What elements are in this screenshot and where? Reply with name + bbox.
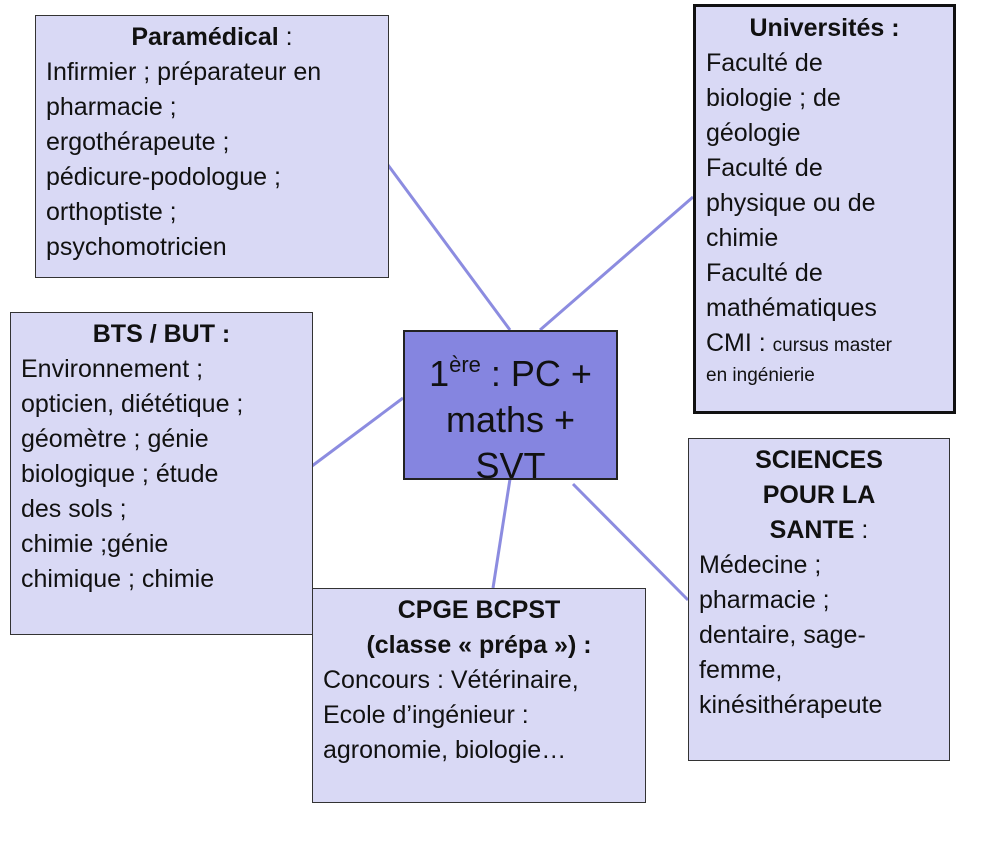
- sciences-line: femme,: [699, 656, 783, 684]
- center-line1: : PC +: [480, 353, 592, 394]
- paramedical-title-suffix: :: [278, 23, 293, 51]
- bts-line: chimie ;génie: [21, 530, 169, 558]
- sciences-line: kinésithérapeute: [699, 691, 883, 719]
- universites-line: géologie: [706, 119, 801, 147]
- center-line3: SVT: [475, 445, 546, 486]
- universites-line: mathématiques: [706, 294, 877, 322]
- sciences-line: dentaire, sage-: [699, 621, 866, 649]
- paramedical-line: pédicure-podologue ;: [46, 163, 281, 191]
- paramedical-line: ergothérapeute ;: [46, 128, 230, 156]
- bts-line: Environnement ;: [21, 355, 204, 383]
- paramedical-line: Infirmier ; préparateur en: [46, 58, 322, 86]
- cpge-line: agronomie, biologie…: [323, 736, 567, 764]
- bts-line: chimique ; chimie: [21, 565, 215, 593]
- bts-line: opticien, diététique ;: [21, 390, 244, 418]
- paramedical-title: Paramédical: [131, 23, 279, 51]
- sciences-line: pharmacie ;: [699, 586, 830, 614]
- bts-line: des sols ;: [21, 495, 127, 523]
- bts-box: BTS / BUT : Environnement ; opticien, di…: [10, 312, 313, 635]
- center-number: 1: [429, 353, 450, 394]
- universites-title: Universités :: [749, 14, 900, 42]
- cpge-title: (classe « prépa ») :: [366, 631, 592, 659]
- universites-line: Faculté de: [706, 154, 823, 182]
- cpge-title: CPGE BCPST: [397, 596, 561, 624]
- cpge-box: CPGE BCPST (classe « prépa ») : Concours…: [312, 588, 646, 803]
- paramedical-box: Paramédical : Infirmier ; préparateur en…: [35, 15, 389, 278]
- center-box: 1ère : PC + maths + SVT: [403, 330, 618, 486]
- connector-paramedical: [386, 164, 512, 331]
- universites-line: physique ou de: [706, 189, 876, 217]
- sciences-line: Médecine ;: [699, 551, 822, 579]
- center-line2: maths +: [445, 399, 576, 440]
- universites-line: Faculté de: [706, 259, 823, 287]
- paramedical-line: pharmacie ;: [46, 93, 177, 121]
- bts-title: BTS / BUT :: [92, 320, 231, 348]
- connector-universites: [539, 195, 694, 332]
- bts-line: biologique ; étude: [21, 460, 219, 488]
- paramedical-line: orthoptiste ;: [46, 198, 177, 226]
- sciences-title: POUR LA: [762, 481, 876, 509]
- connector-bts: [311, 396, 404, 468]
- sciences-title: SCIENCES: [755, 446, 883, 474]
- connector-sciences: [571, 482, 690, 602]
- universites-cmi-detail-2: en ingénierie: [706, 365, 815, 386]
- sciences-title-suffix: :: [854, 516, 869, 544]
- cpge-line: Ecole d’ingénieur :: [323, 701, 529, 729]
- universites-line: chimie: [706, 224, 779, 252]
- universites-cmi-detail: cursus master: [772, 335, 892, 356]
- cpge-line: Concours : Vétérinaire,: [323, 666, 579, 694]
- sciences-title: SANTE: [769, 516, 855, 544]
- universites-line: Faculté de: [706, 49, 823, 77]
- universites-box: Universités : Faculté de biologie ; de g…: [693, 4, 956, 414]
- universites-cmi: CMI :: [706, 329, 773, 357]
- paramedical-line: psychomotricien: [46, 233, 227, 261]
- center-superscript: ère: [449, 352, 481, 377]
- bts-line: géomètre ; génie: [21, 425, 209, 453]
- universites-line: biologie ; de: [706, 84, 841, 112]
- connector-cpge: [491, 478, 512, 589]
- sciences-box: SCIENCES POUR LA SANTE : Médecine ; phar…: [688, 438, 950, 761]
